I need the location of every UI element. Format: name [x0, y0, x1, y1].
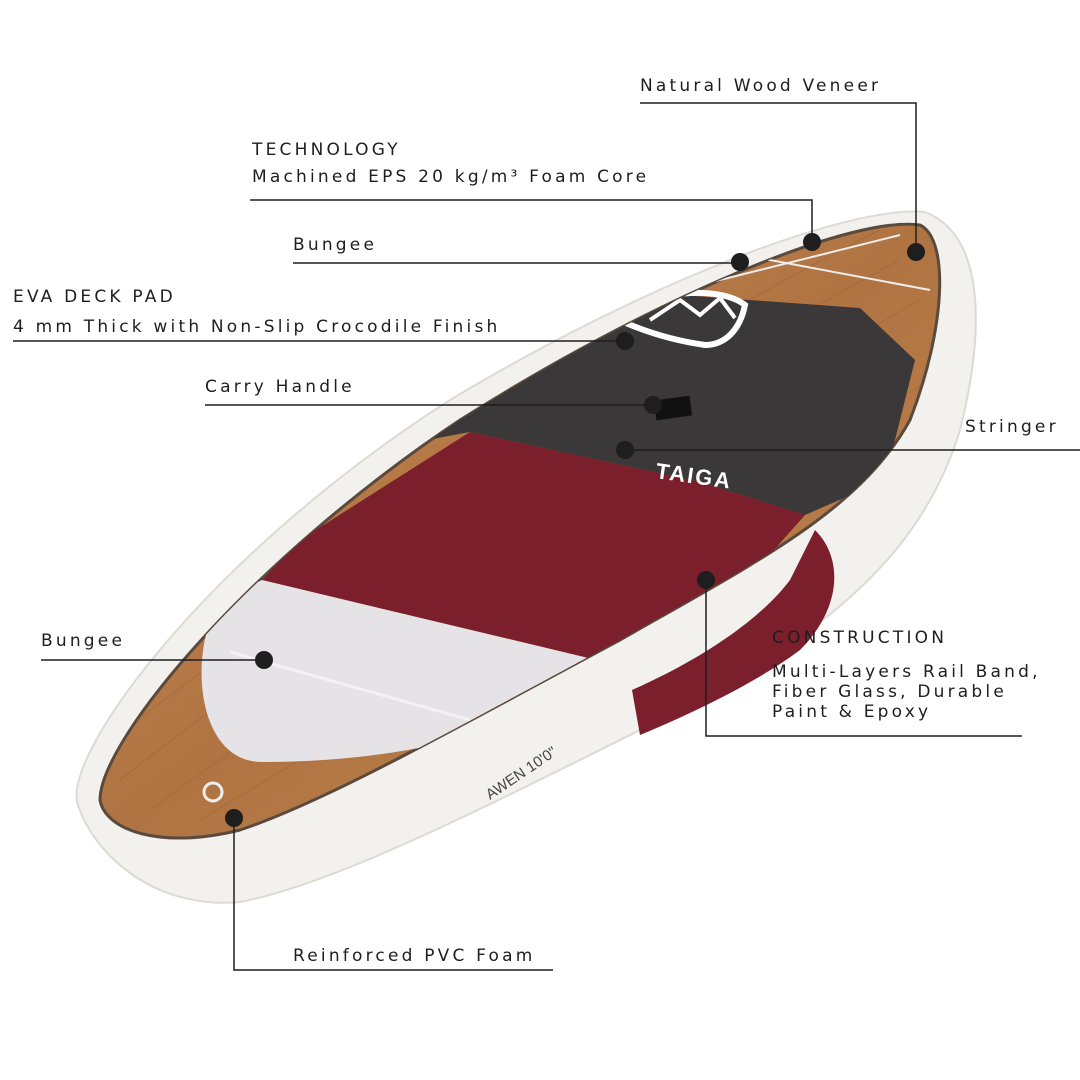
label-technology-text: Machined EPS 20 kg/m³ Foam Core: [252, 167, 650, 187]
rail-band: [632, 530, 835, 735]
callout-lines: [13, 102, 1080, 971]
carry-handle-icon: [653, 395, 693, 421]
label-bungee-nose: Bungee: [293, 235, 378, 255]
leash-plug-icon: [202, 781, 224, 803]
label-eva-text: 4 mm Thick with Non-Slip Crocodile Finis…: [13, 317, 501, 337]
label-wood-veneer: Natural Wood Veneer: [640, 76, 882, 96]
label-pvc-foam: Reinforced PVC Foam: [293, 946, 536, 966]
construction-line: Fiber Glass, Durable: [772, 682, 1007, 702]
label-construction-text: Multi-Layers Rail Band, Fiber Glass, Dur…: [772, 662, 1041, 722]
eva-pad-red: [262, 432, 805, 662]
label-construction-title: CONSTRUCTION: [772, 628, 948, 648]
label-eva-title: EVA DECK PAD: [13, 287, 176, 307]
label-technology-title: TECHNOLOGY: [252, 140, 401, 160]
label-bungee-tail: Bungee: [41, 631, 126, 651]
construction-line: Multi-Layers Rail Band,: [772, 662, 1041, 682]
callout-dots: [225, 233, 925, 827]
construction-line: Paint & Epoxy: [772, 702, 932, 722]
label-carry-handle: Carry Handle: [205, 377, 355, 397]
label-stringer: Stringer: [965, 417, 1059, 437]
